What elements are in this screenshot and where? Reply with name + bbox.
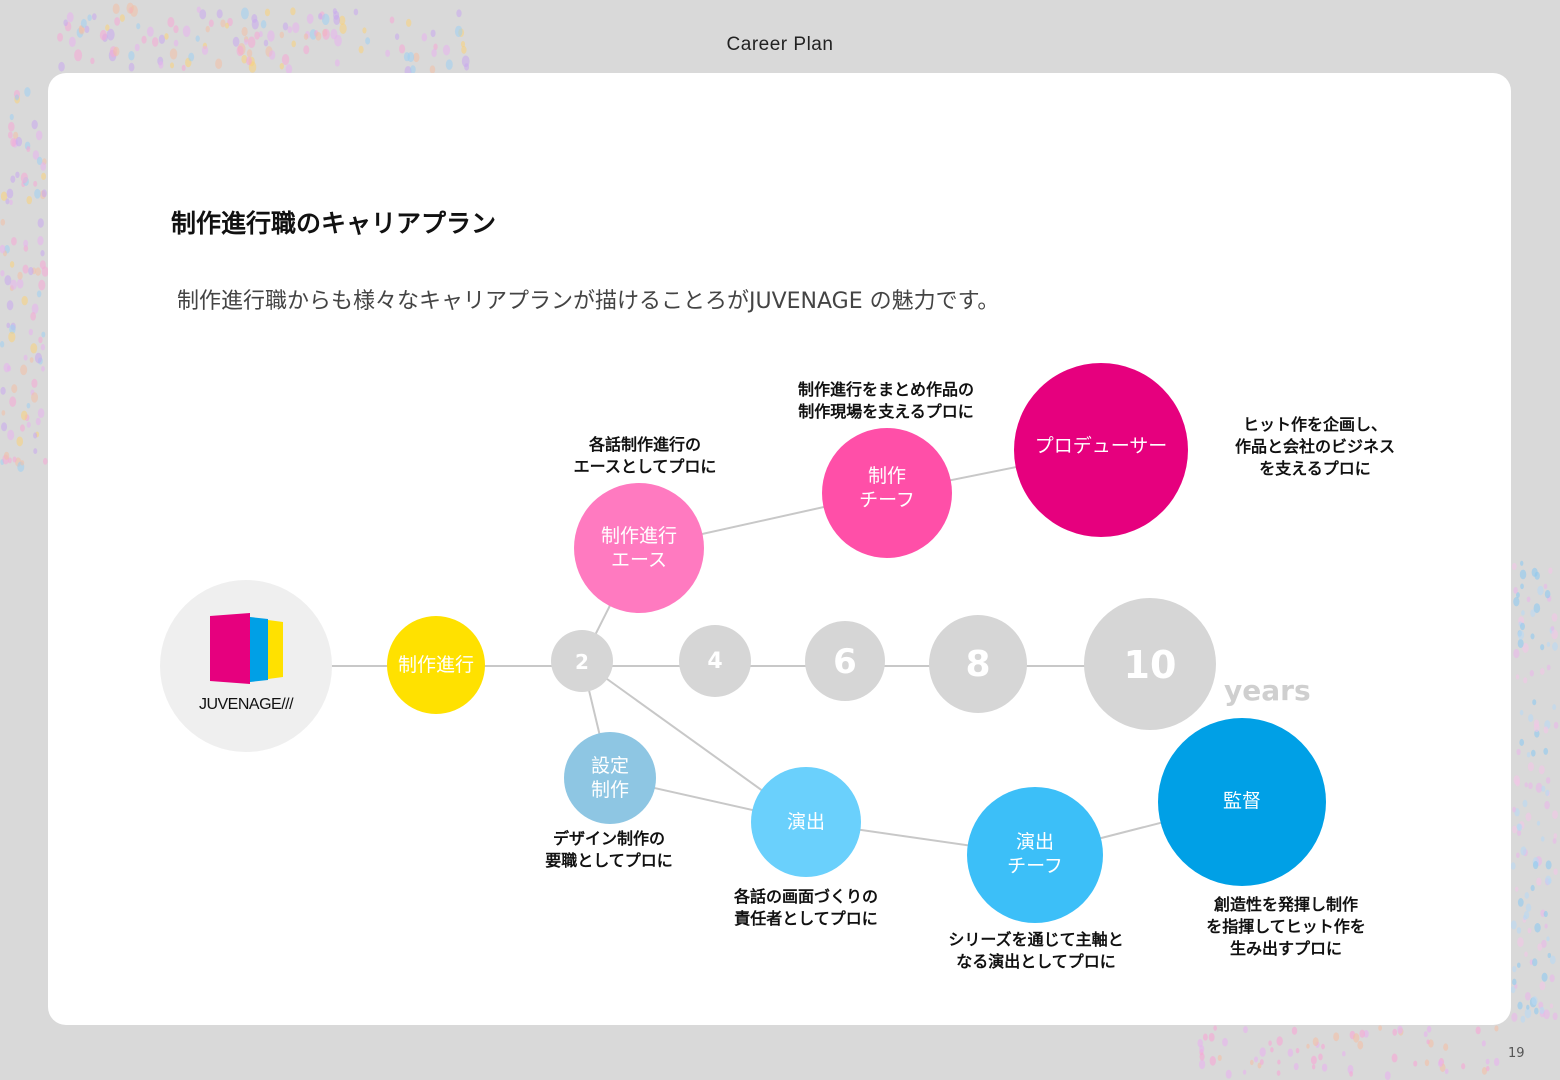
year-6-label: 6 <box>833 642 857 682</box>
settei-node-circle <box>564 732 656 824</box>
year-4-circle <box>679 625 751 697</box>
director-node-circle <box>1158 718 1326 886</box>
page-subtitle: 制作進行職からも様々なキャリアプランが描けることろがJUVENAGE の魅力です… <box>177 289 1000 314</box>
producer-caption: ヒット作を企画し、 作品と会社のビジネス を支えるプロに <box>1234 415 1395 478</box>
start-node-label: 制作進行 <box>397 654 474 676</box>
director-node-label: 監督 <box>1222 790 1261 812</box>
logo-wordmark: JUVENAGE/// <box>198 696 294 713</box>
start-node-circle <box>387 616 485 714</box>
chief-caption: 制作進行をまとめ作品の 制作現場を支えるプロに <box>797 380 974 421</box>
timeline-year-circles <box>551 598 1216 730</box>
settei-caption: デザイン制作の 要職としてプロに <box>545 829 673 870</box>
ace-node-circle <box>574 483 704 613</box>
chief-node-circle <box>822 428 952 558</box>
enshutsu-chief-node-circle <box>967 787 1103 923</box>
year-8-circle <box>929 615 1027 713</box>
enshutsu-node-circle <box>751 767 861 877</box>
producer-node-label: プロデューサー <box>1034 435 1168 457</box>
ace-caption: 各話制作進行の エースとしてプロに <box>573 435 717 476</box>
year-10-label: 10 <box>1123 643 1177 687</box>
year-2-label: 2 <box>575 650 589 674</box>
director-caption: 創造性を発揮し制作 を指揮してヒット作を 生み出すプロに <box>1206 895 1366 958</box>
year-2-circle <box>551 630 613 692</box>
enshutsu-node-label: 演出 <box>786 811 825 833</box>
year-10-circle <box>1084 598 1216 730</box>
ace-node-label: 制作進行 エース <box>600 525 677 571</box>
producer-node-circle <box>1014 363 1188 537</box>
enshutsu-caption: 各話の画面づくりの 責任者としてプロに <box>733 887 878 928</box>
enshutsu-chief-caption: シリーズを通じて主軸と なる演出としてプロに <box>948 930 1124 971</box>
year-6-circle <box>805 621 885 701</box>
enshutsu-chief-node-label: 演出 チーフ <box>1007 831 1063 877</box>
chief-node-label: 制作 チーフ <box>859 465 915 511</box>
years-unit-label: years <box>1224 674 1311 707</box>
year-4-label: 4 <box>707 649 723 674</box>
page-header: Career Plan <box>726 34 834 55</box>
settei-node-label: 設定 制作 <box>590 755 629 801</box>
year-8-label: 8 <box>965 644 991 685</box>
page-number: 19 <box>1508 1046 1525 1061</box>
juvenage-logo-icon <box>210 613 283 684</box>
page-title: 制作進行職のキャリアプラン <box>171 209 497 238</box>
